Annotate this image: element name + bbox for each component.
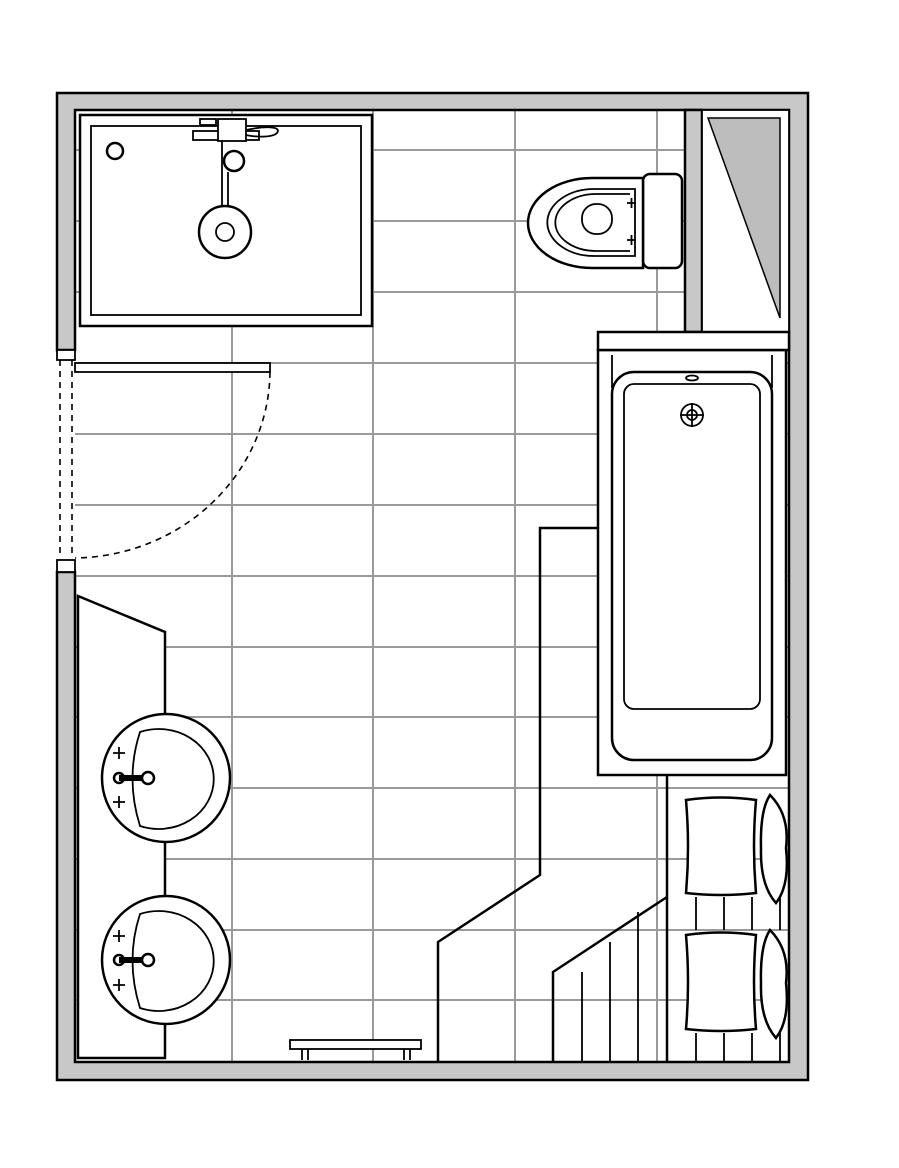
double-vanity[interactable] [76,594,232,1060]
toilet-bowl-rim [554,193,630,252]
basin-spout-knob [140,770,156,786]
toilet-seat-opening [581,203,613,235]
basin-spout [119,775,151,781]
shower-tray[interactable] [78,113,374,328]
bathtub-drain-cross [680,403,704,427]
basin-bowl [131,728,215,830]
rain-shower-head-center [215,222,235,242]
bathtub-ledge [596,330,791,352]
basin[interactable] [100,894,232,1026]
shower-handset-icon[interactable] [222,149,246,173]
storage-shelving [581,897,781,1062]
door-swing-arc [74,371,271,559]
flush-button-plus-icon[interactable] [627,198,636,245]
shower-drain-icon [105,141,125,161]
toilet-cistern [641,172,684,270]
door-jamb-top [56,349,76,361]
basin-outer [100,712,232,844]
entry-door[interactable] [56,349,271,573]
window-glass [706,117,781,319]
towel-rail-bar [289,1039,422,1050]
basin-outer [100,894,232,1026]
cushion-square[interactable] [684,931,758,1033]
step-platform [436,526,781,1062]
door-leaf[interactable] [74,362,271,373]
toilet-bowl-inner [546,188,636,257]
shower-valve-knob-left [199,118,217,126]
toilet-bowl-outer [526,176,645,270]
basin-bowl [131,910,215,1012]
wall-hung-toilet[interactable] [526,172,684,270]
platform-outline [436,526,598,1062]
shower-hose-icon [245,126,279,138]
basin[interactable] [100,712,232,844]
bathtub-inner [623,383,761,710]
cushions [684,793,789,1040]
bathtub-overflow-icon [685,374,699,382]
basin-tap-plus-icon [113,747,125,808]
cushion-square[interactable] [684,796,758,897]
basin-spout-knob [140,952,156,968]
platform-lower-outline [551,895,668,1062]
cushion-roll[interactable] [759,793,789,905]
window [701,109,790,333]
bathtub[interactable] [596,330,791,777]
cushion-roll[interactable] [759,928,789,1040]
towel-rail[interactable] [289,1039,422,1060]
shower-valve-body [217,118,247,142]
door-jamb-bottom [56,559,76,573]
basin-spout [119,957,151,963]
basin-tap-plus-icon [113,930,125,991]
partition-wall [683,108,704,334]
